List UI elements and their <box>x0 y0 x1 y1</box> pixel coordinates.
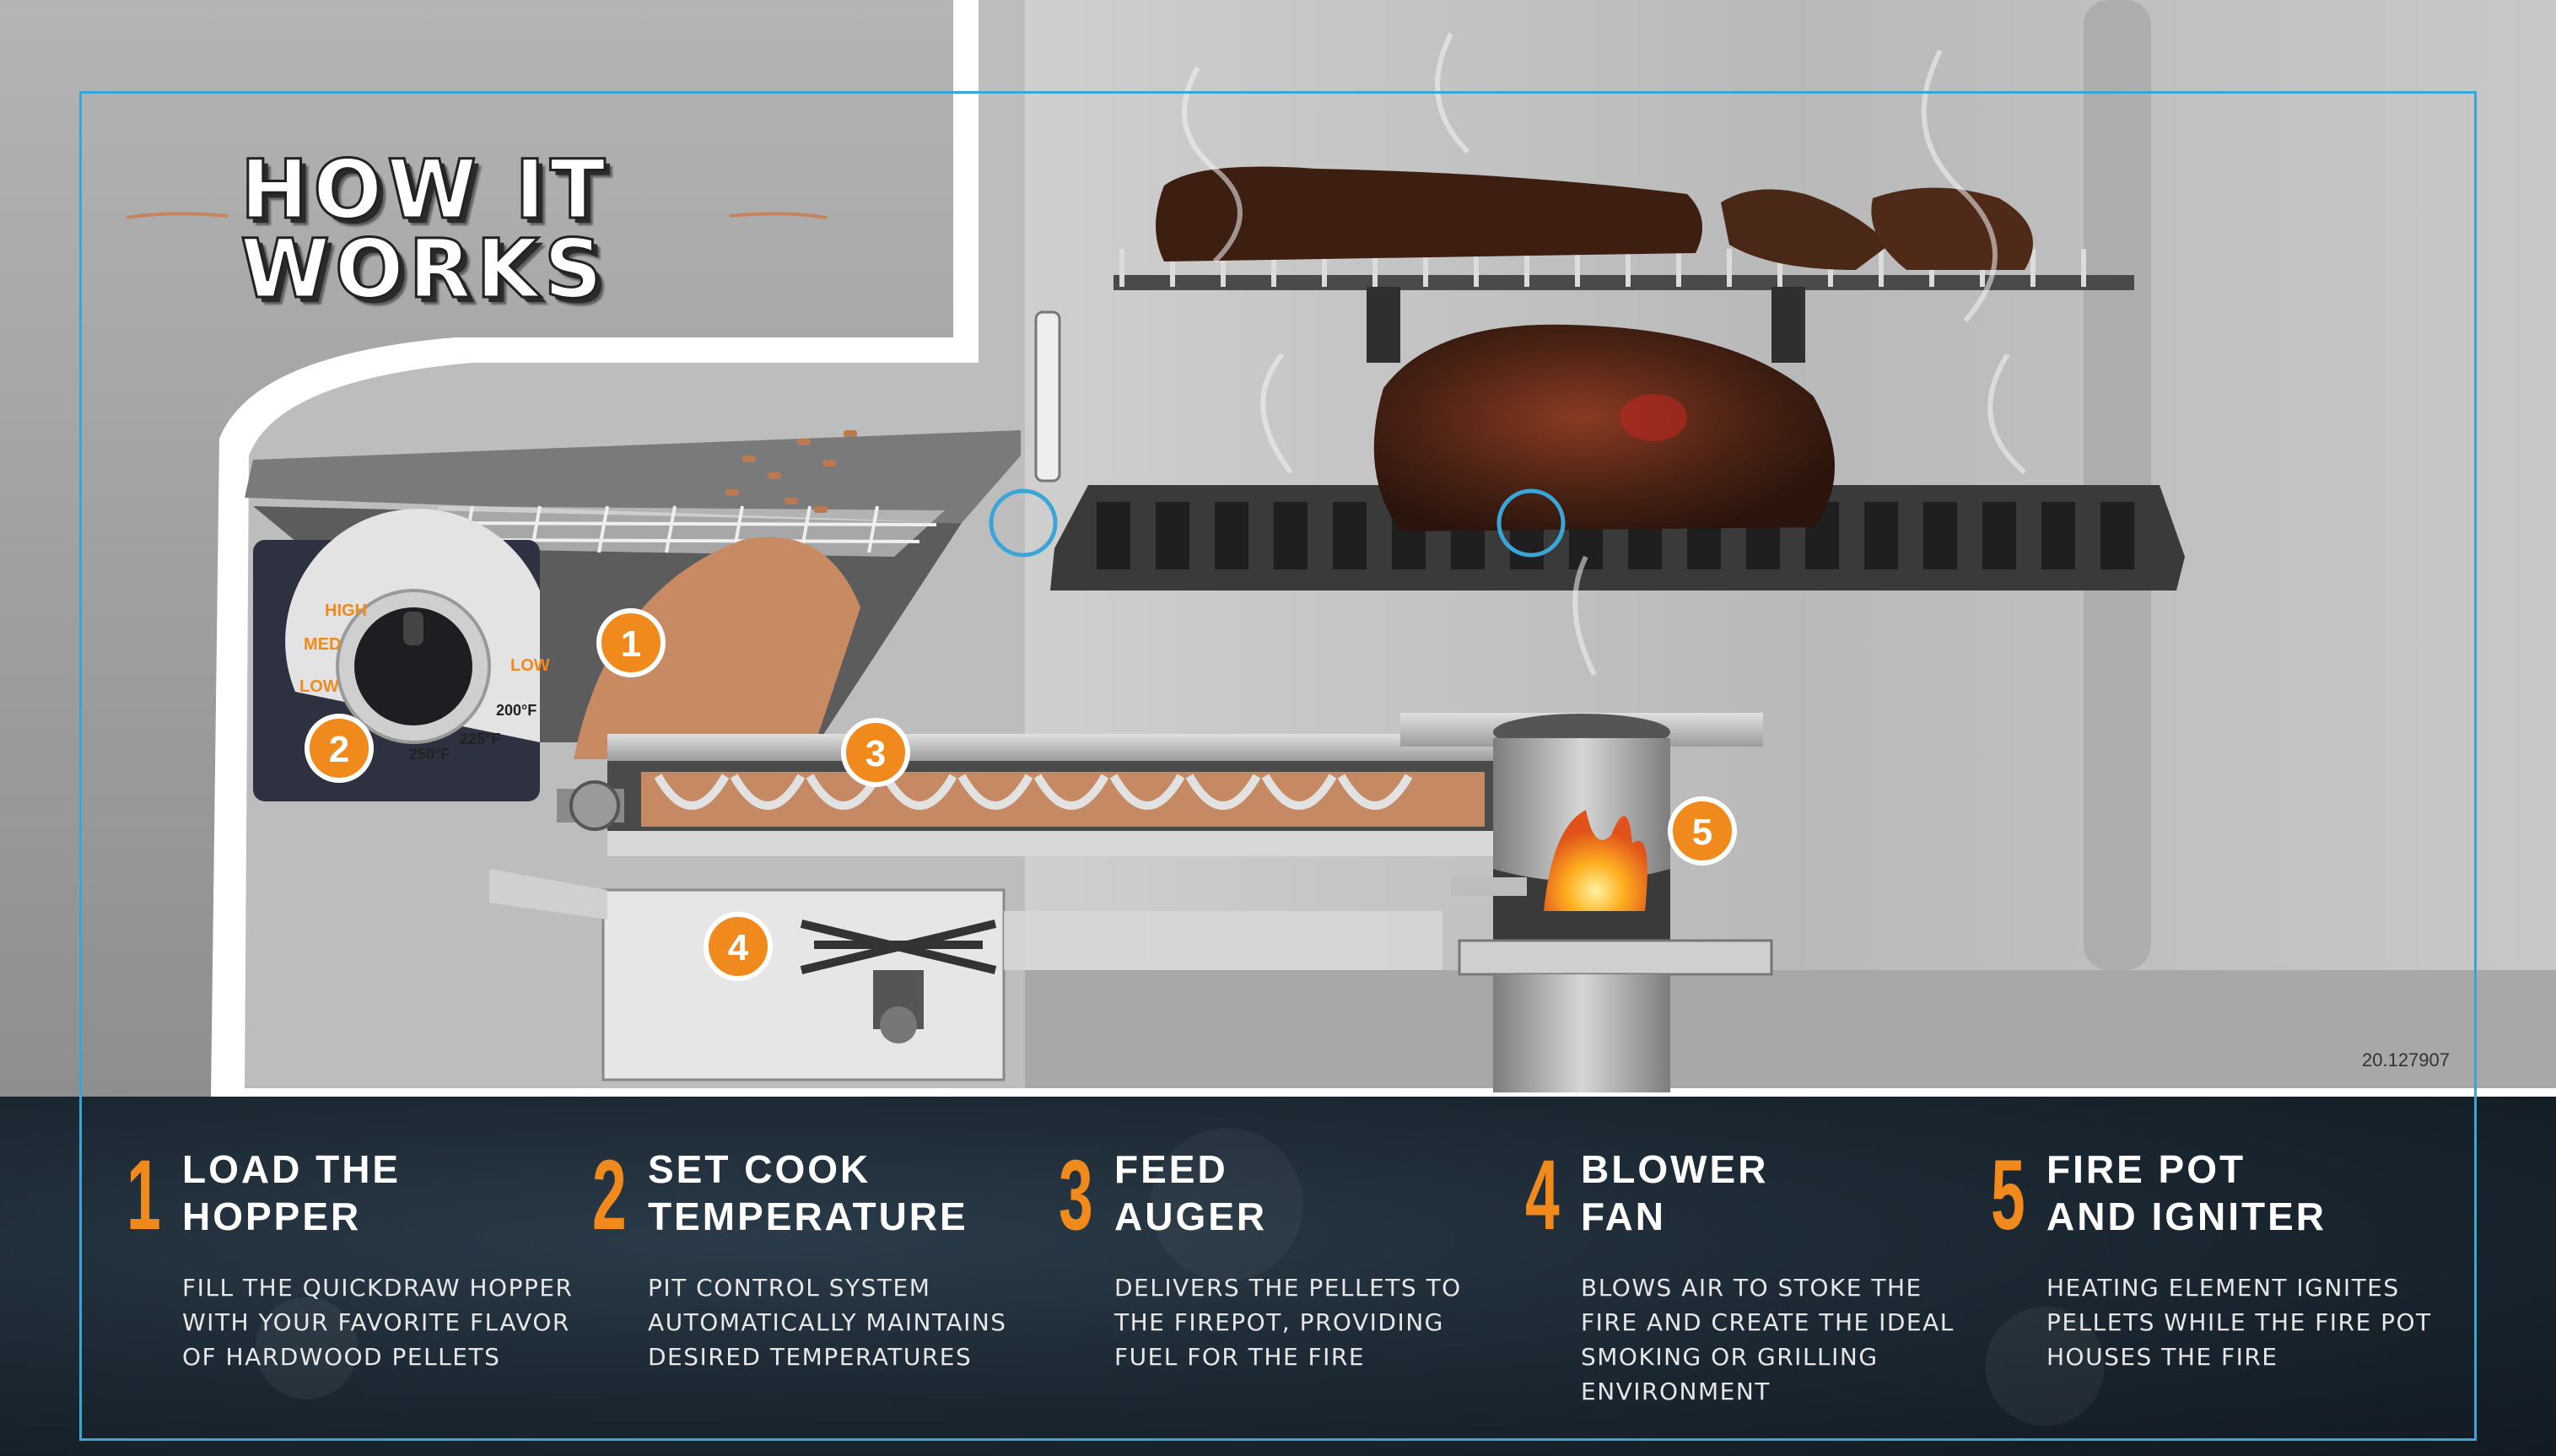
dial-label-200: 200°F <box>496 702 537 719</box>
marker-4: 4 <box>704 912 773 981</box>
marker-3: 3 <box>841 718 910 787</box>
marker-5-label: 5 <box>1692 812 1712 853</box>
meat-probe-ring <box>1496 488 1566 558</box>
step-number: 3 <box>1059 1140 1093 1251</box>
smoke <box>1182 32 2026 677</box>
marker-1-label: 1 <box>621 623 641 665</box>
grill-cutaway-illustration: HIGH MED LOW LOW 200°F 225°F 250°F <box>0 0 2556 1097</box>
chicken-leg-1 <box>1721 189 1890 270</box>
step-description: FILL THE QUICKDRAW HOPPER WITH YOUR FAVO… <box>182 1274 574 1371</box>
ribs <box>1156 166 1702 262</box>
step-description: PIT CONTROL SYSTEM AUTOMATICALLY MAINTAI… <box>648 1274 1007 1371</box>
step-title: LOAD THE HOPPER <box>182 1147 402 1238</box>
pellet-pile <box>574 537 860 759</box>
marker-2-label: 2 <box>329 729 349 770</box>
marker-3-label: 3 <box>865 733 886 774</box>
marker-5: 5 <box>1668 796 1737 866</box>
step-title: FIRE POT AND IGNITER <box>2046 1147 2327 1238</box>
dial-label-225: 225°F <box>460 731 500 747</box>
page-heading: HOW IT WORKS <box>240 143 611 316</box>
roast-highlight <box>1620 394 1687 441</box>
step-title: BLOWER FAN <box>1581 1147 1769 1238</box>
step-number: 1 <box>127 1140 161 1251</box>
probe-port-ring <box>989 488 1058 558</box>
steps-panel: 1 LOAD THE HOPPER FILL THE QUICKDRAW HOP… <box>0 1097 2556 1456</box>
step-number: 2 <box>592 1140 627 1251</box>
dial-label-low-left: LOW <box>299 677 339 696</box>
blower-fan <box>489 869 1442 1081</box>
step-number: 4 <box>1525 1140 1560 1251</box>
fire <box>1544 810 1647 911</box>
dial-label-high: HIGH <box>325 601 367 620</box>
marker-2: 2 <box>305 714 374 783</box>
step-description: BLOWS AIR TO STOKE THE FIRE AND CREATE T… <box>1581 1274 1955 1405</box>
fire-pot <box>1400 713 1773 1092</box>
auger <box>557 734 1493 856</box>
step-number: 5 <box>1991 1140 2025 1251</box>
marker-1: 1 <box>596 608 666 677</box>
step-title: FEED AUGER <box>1114 1147 1268 1238</box>
dial-label-med: MED <box>304 635 341 654</box>
heading-flourish <box>126 212 828 219</box>
temperature-probe <box>1034 310 1061 483</box>
dial-label-low-right: LOW <box>510 656 550 675</box>
upper-rack <box>1114 249 2134 363</box>
part-code: 20.127907 <box>2362 1049 2450 1070</box>
roast <box>1373 324 1835 531</box>
step-description: DELIVERS THE PELLETS TO THE FIREPOT, PRO… <box>1114 1274 1462 1371</box>
controller <box>253 509 540 801</box>
step-description: HEATING ELEMENT IGNITES PELLETS WHILE TH… <box>2046 1274 2432 1371</box>
falling-pellets <box>725 430 857 513</box>
chamber-floor <box>1025 970 2556 1088</box>
step-title: SET COOK TEMPERATURE <box>648 1147 968 1238</box>
dial-label-250: 250°F <box>409 746 450 763</box>
marker-4-label: 4 <box>728 927 749 968</box>
